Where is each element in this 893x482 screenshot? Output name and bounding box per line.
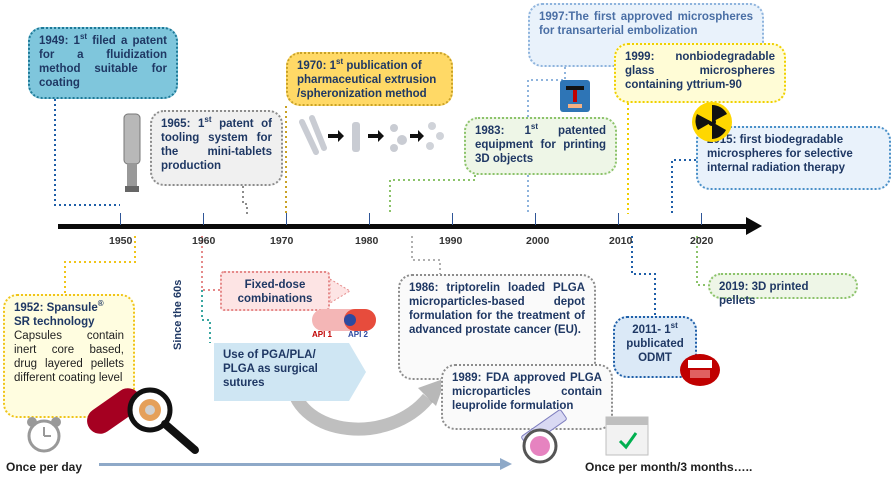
event-2011-text: publicated ODMT [626,338,684,364]
event-2019: 2019: 3D printed pellets [708,273,858,307]
event-1983-prefix: 1983: 1 [475,125,531,137]
year-label: 1980 [355,235,379,247]
event-1965: 1965: 1st patent of tooling system for t… [150,110,283,186]
tick-1980 [369,213,370,225]
event-1952-text: Capsules contain inert core based, drug … [14,330,124,384]
event-1949-prefix: 1949: 1 [39,35,80,47]
year-label: 2000 [526,235,550,247]
tick-2010 [618,213,619,225]
capsule-magnifier-icon [87,387,199,454]
tick-2020 [701,213,702,225]
api2-label: API 2 [348,330,369,339]
year-label: 1950 [109,235,133,247]
event-1970-text: publication of pharmaceutical extrusion … [297,60,437,100]
event-1970: 1970: 1st publication of pharmaceutical … [286,52,453,106]
radiation-icon [692,102,732,142]
event-1949: 1949: 1st filed a patent for a fluidizat… [28,27,178,99]
syringe-magnifier-icon [521,409,567,464]
event-1965-text: patent of tooling system for the mini-ta… [161,118,272,172]
year-label: 1960 [192,235,216,247]
year-label: 2010 [609,235,633,247]
frequency-end-label: Once per month/3 months….. [585,460,753,474]
tick-2000 [535,213,536,225]
fixed-dose-box: Fixed-dose combinations [220,271,330,311]
event-2011-sup: st [670,321,678,331]
api1-label: API 1 [312,330,333,339]
year-label: 2020 [690,235,714,247]
tooling-icon [123,113,141,192]
event-1949-text: filed a patent for a fluidization method… [39,35,167,89]
tick-1970 [286,213,287,225]
event-1970-sup: st [336,57,344,67]
event-1952-title2: SR technology [14,316,95,328]
capsule-icon [312,309,376,331]
event-1965-sup: st [204,115,212,125]
since-60s-label: Since the 60s [172,279,184,350]
tick-1960 [203,213,204,225]
event-1983-sup: st [530,122,538,132]
pga-sutures-box: Use of PGA/PLA/ PLGA as surgical sutures [223,349,318,389]
frequency-start-label: Once per day [6,460,83,474]
3d-printer-icon [560,80,590,112]
event-1970-prefix: 1970: 1 [297,60,337,72]
event-2015: 2015: first biodegradable microspheres f… [696,126,891,190]
tick-1990 [452,213,453,225]
event-1983-text: patented equipment for printing 3D objec… [475,125,606,165]
timeline-arrowhead [746,217,762,235]
extrusion-process-icon [299,115,444,155]
event-1983: 1983: 1st patented equipment for printin… [464,117,617,175]
year-label: 1990 [439,235,463,247]
event-1952-title: 1952: Spansule [14,302,98,314]
calendar-icon [605,416,649,456]
frequency-arrow [99,463,504,466]
timeline-axis [58,224,752,229]
event-1999: 1999: nonbiodegradable glass microsphere… [614,43,786,103]
event-1989: 1989: FDA approved PLGA microparticles c… [441,364,613,430]
event-1965-prefix: 1965: 1 [161,118,205,130]
odmt-mouth-icon [680,354,720,386]
event-1952-reg: ® [97,299,104,309]
event-2011-prefix: 2011- 1 [632,324,671,336]
event-1949-sup: st [79,32,88,42]
frequency-arrowhead [500,458,512,470]
tick-1950 [120,213,121,225]
alarm-clock-icon [27,417,61,453]
year-label: 1970 [270,235,294,247]
